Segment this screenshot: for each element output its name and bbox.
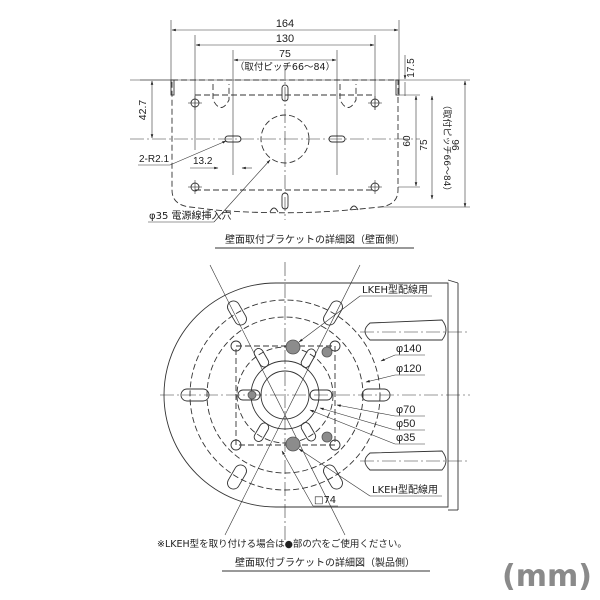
bottom-view: LKEH型配線用 φ140 φ120 φ70 φ50 φ35 LKEH型配線用 … (157, 262, 470, 572)
dim-164: 164 (276, 18, 294, 30)
dim-75: 75 (279, 48, 291, 60)
d50-label: φ50 (396, 418, 415, 430)
bottom-view-title: 壁面取付ブラケットの詳細図（製品側） (235, 556, 415, 569)
dim-17-5: 17.5 (406, 58, 417, 78)
dim-13-2: 13.2 (193, 156, 213, 167)
mount-hole (188, 96, 382, 194)
slot-radius-label: 2-R2.1 (139, 154, 169, 165)
dim-60: 60 (402, 135, 413, 147)
lkeh-note: ※LKEH型を取り付ける場合は●部の穴をご使用ください。 (157, 538, 407, 550)
unit-label: (mm) (502, 559, 592, 594)
dim-75-vertical: 75 (419, 139, 430, 151)
sq74-label: □74 (314, 495, 336, 506)
lkeh-marked-holes (247, 339, 333, 452)
d120-label: φ120 (396, 363, 422, 375)
dim-42-7: 42.7 (137, 100, 149, 121)
d140-label: φ140 (396, 343, 422, 355)
lkeh-label-bottom: LKEH型配線用 (372, 483, 438, 496)
dim-pitch-note-vertical: （取付ピッチ66～84） (441, 101, 452, 196)
power-hole-label: φ35 電源線挿入穴 (149, 209, 232, 222)
lkeh-label-top: LKEH型配線用 (362, 283, 428, 296)
d35-label: φ35 (396, 432, 415, 444)
dim-96: 96 (451, 139, 462, 151)
dim-130: 130 (276, 33, 294, 45)
top-view-title: 壁面取付ブラケットの詳細図（壁面側） (225, 233, 405, 246)
top-view: 164 130 75 （取付ピッチ66～84） (130, 18, 470, 249)
d70-label: φ70 (396, 404, 415, 416)
